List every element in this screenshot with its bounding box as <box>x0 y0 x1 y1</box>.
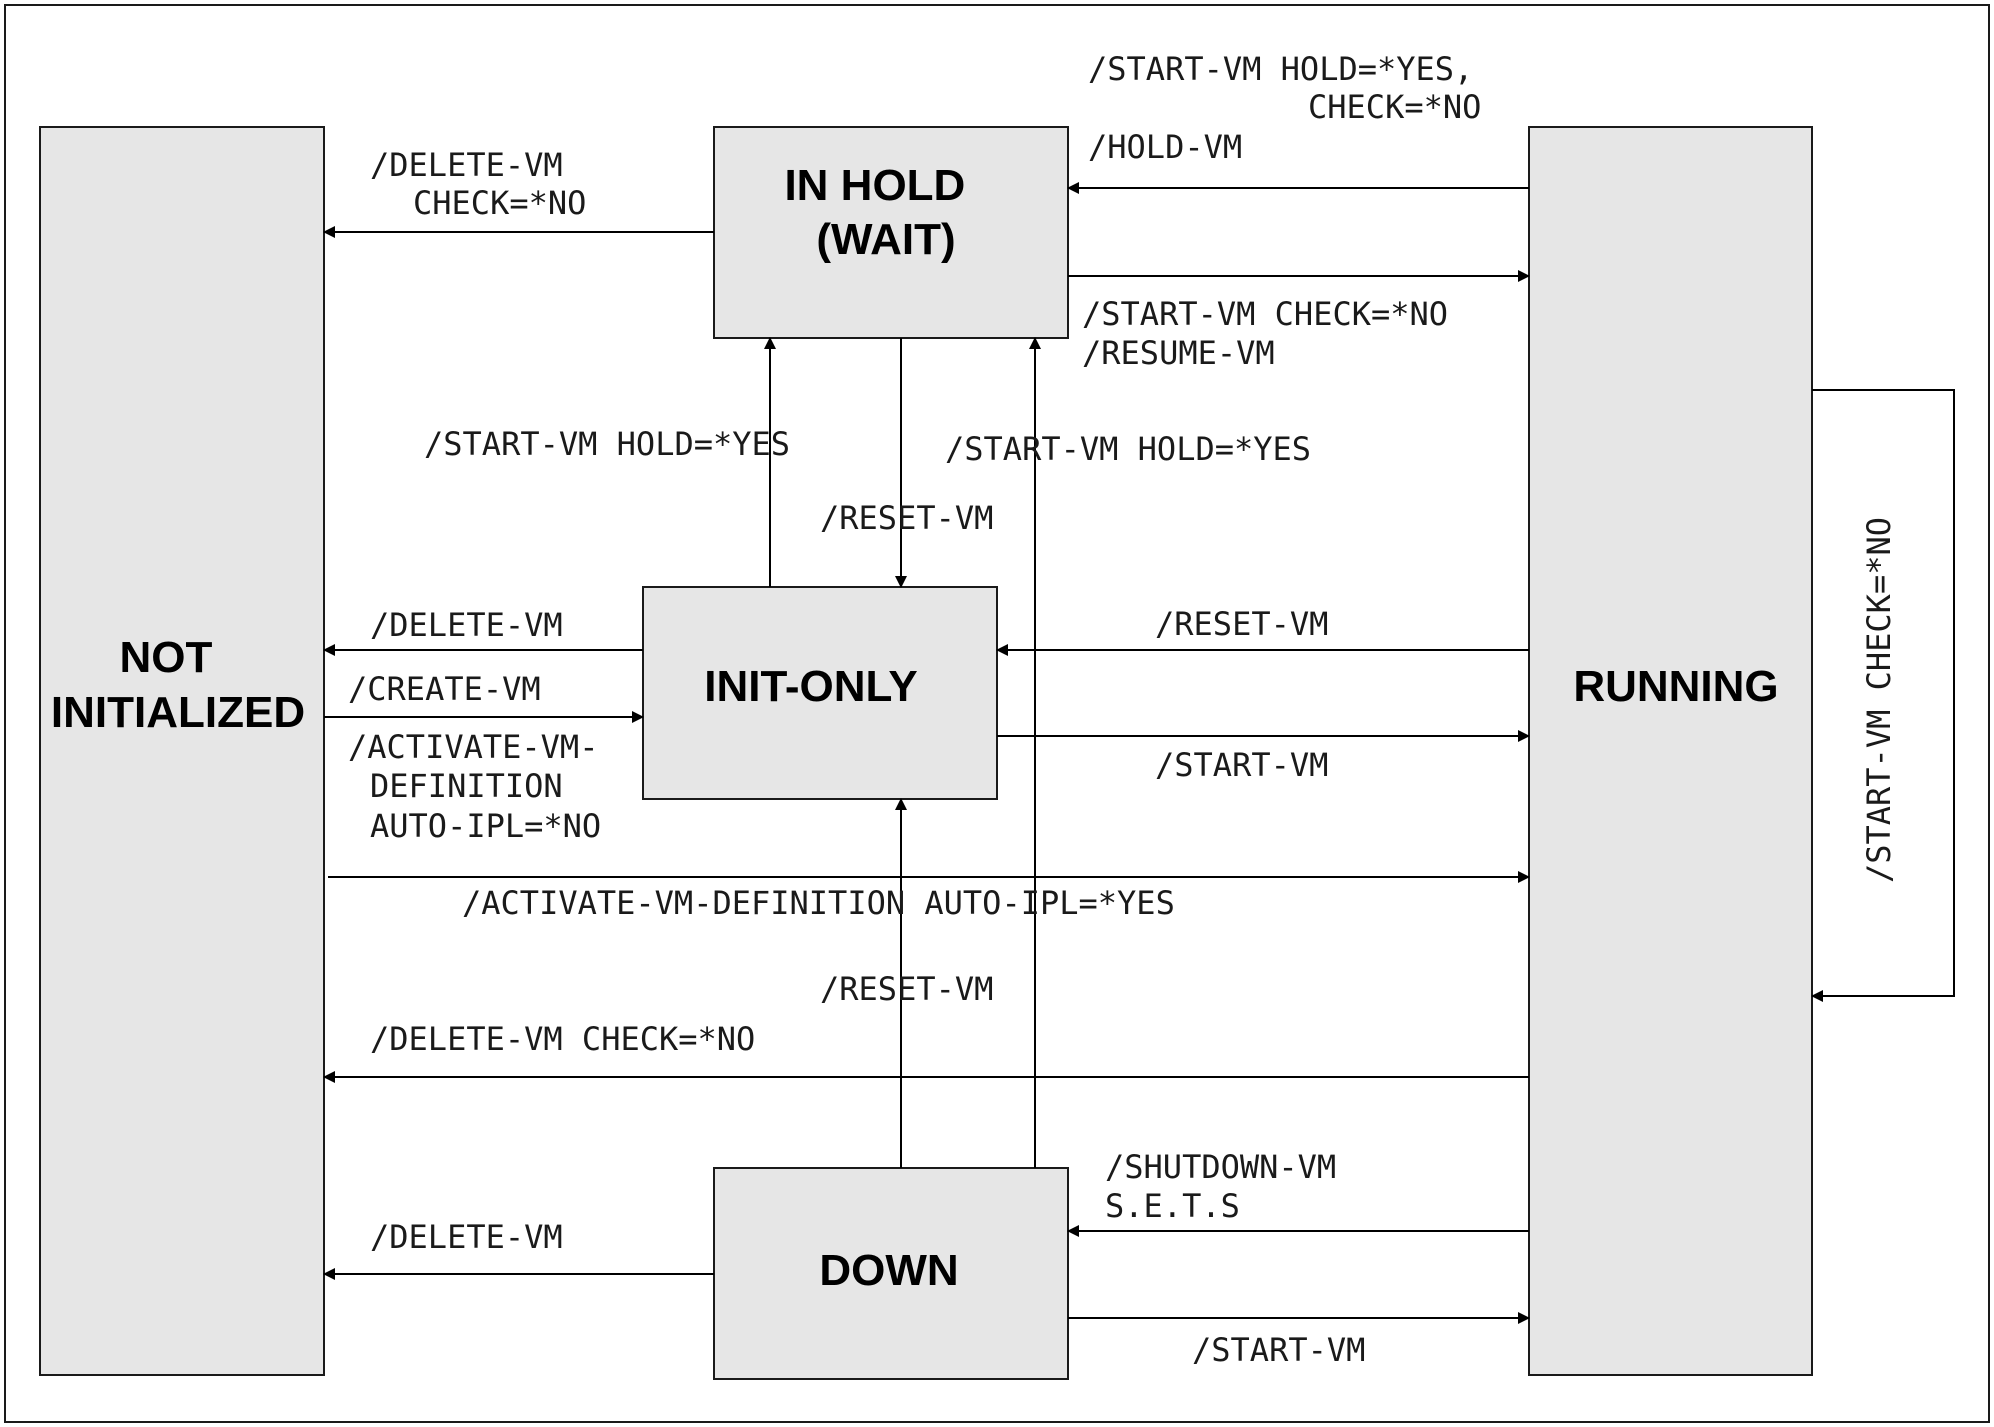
label-hold-to-not-init-line1: /DELETE-VM <box>370 146 563 184</box>
label-running-to-down-line2: S.E.T.S <box>1105 1187 1240 1225</box>
state-not-initialized-line1: NOT <box>119 633 212 682</box>
label-down-to-not-init: /DELETE-VM <box>370 1218 563 1256</box>
label-not-init-to-init: /CREATE-VM /ACTIVATE-VM- DEFINITION AUTO… <box>348 670 601 845</box>
label-init-to-not-init: /DELETE-VM <box>370 606 563 644</box>
label-hold-to-not-init-line2: CHECK=*NO <box>413 184 586 222</box>
svg-text:IN HOLD (WAIT): IN HOLD (WAIT) <box>784 161 977 264</box>
label-not-init-to-running: /ACTIVATE-VM-DEFINITION AUTO-IPL=*YES <box>462 884 1175 922</box>
state-running: RUNNING <box>1528 126 1813 1376</box>
label-hold-to-running-line2: /RESUME-VM <box>1082 334 1275 372</box>
label-not-init-to-init-line2: /ACTIVATE-VM- <box>348 728 598 766</box>
state-init-only: INIT-ONLY <box>642 586 998 800</box>
label-running-to-not-init: /DELETE-VM CHECK=*NO <box>370 1020 755 1058</box>
label-hold-to-init: /RESET-VM <box>820 499 993 537</box>
label-running-to-hold-line2: CHECK=*NO <box>1308 88 1481 126</box>
label-running-to-down-line1: /SHUTDOWN-VM <box>1105 1148 1336 1186</box>
label-down-to-running: /START-VM <box>1192 1331 1365 1369</box>
label-init-to-running: /START-VM <box>1155 746 1328 784</box>
label-hold-to-running-line1: /START-VM CHECK=*NO <box>1082 295 1448 333</box>
state-in-hold-line2: (WAIT) <box>816 215 955 264</box>
label-hold-to-not-init: /DELETE-VM CHECK=*NO <box>370 146 586 222</box>
label-running-to-hold-line1: /START-VM HOLD=*YES, <box>1088 50 1473 88</box>
state-down-label: DOWN <box>819 1246 958 1295</box>
label-hold-to-running: /START-VM CHECK=*NO /RESUME-VM <box>1082 295 1448 372</box>
state-not-initialized-line2: INITIALIZED <box>51 688 305 737</box>
edge-running-self-loop <box>1811 389 1955 1002</box>
state-not-initialized: NOT INITIALIZED <box>39 126 325 1376</box>
label-down-to-init: /RESET-VM <box>820 970 993 1008</box>
label-running-to-init: /RESET-VM <box>1155 605 1328 643</box>
state-in-hold: IN HOLD (WAIT) <box>713 126 1069 339</box>
label-running-to-down: /SHUTDOWN-VM S.E.T.S <box>1105 1148 1336 1225</box>
state-in-hold-line1: IN HOLD <box>784 161 965 210</box>
label-not-init-to-init-line4: AUTO-IPL=*NO <box>370 807 601 845</box>
state-running-label: RUNNING <box>1573 662 1778 711</box>
label-running-self-loop: /START-VM CHECK=*NO <box>1860 517 1898 883</box>
label-running-to-hold: /START-VM HOLD=*YES, CHECK=*NO /HOLD-VM <box>1088 50 1481 166</box>
label-init-to-hold: /START-VM HOLD=*YES <box>424 425 790 463</box>
svg-text:NOT INITIALIZED: NOT INITIALIZED <box>51 633 305 737</box>
state-down: DOWN <box>713 1167 1069 1380</box>
label-running-to-hold-line3: /HOLD-VM <box>1088 128 1242 166</box>
label-down-to-hold: /START-VM HOLD=*YES <box>945 430 1311 468</box>
label-not-init-to-init-line1: /CREATE-VM <box>348 670 541 708</box>
state-init-only-label: INIT-ONLY <box>704 662 918 711</box>
label-not-init-to-init-line3: DEFINITION <box>370 767 563 805</box>
